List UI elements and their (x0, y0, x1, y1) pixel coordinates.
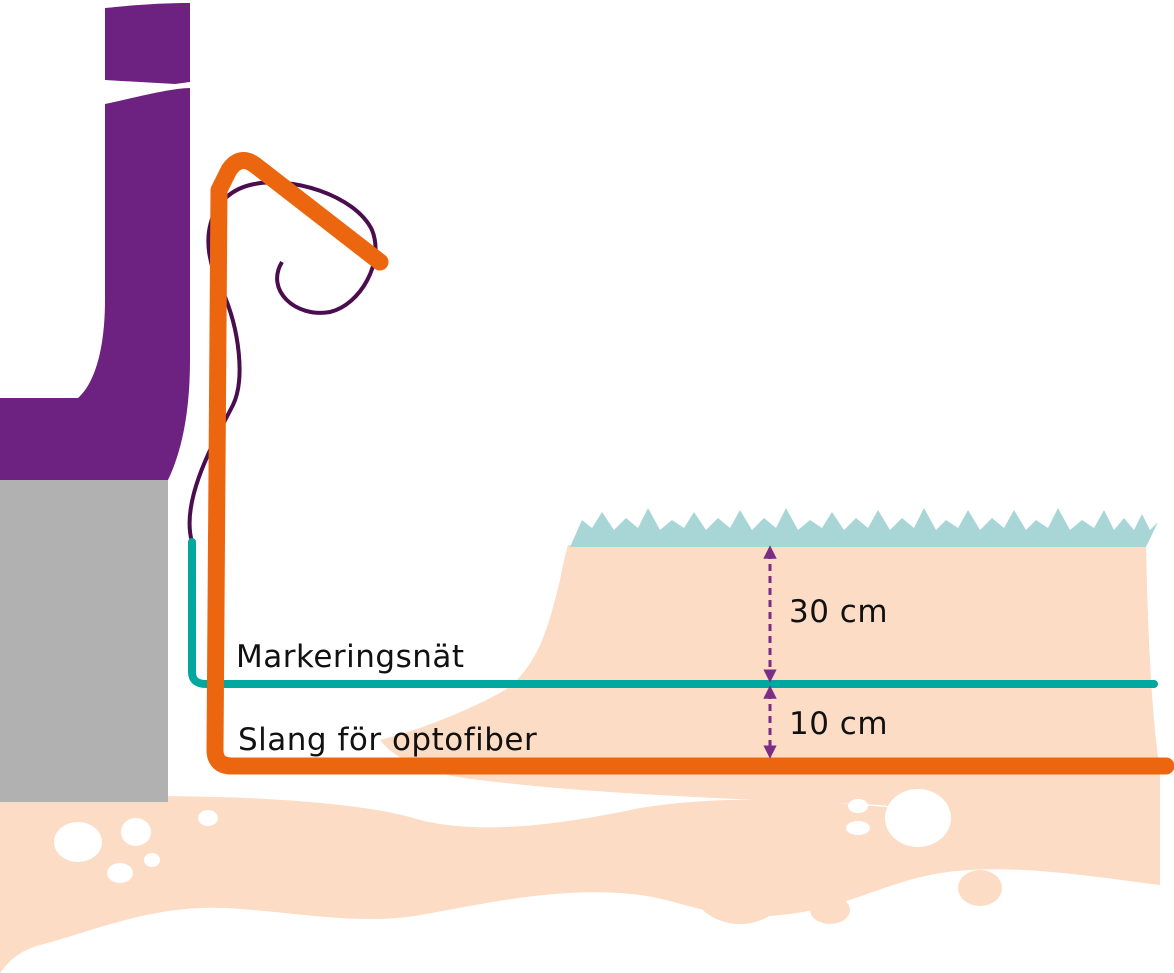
label-marker-net: Markeringsnät (236, 639, 465, 675)
ground-soil (0, 796, 1160, 973)
grass-strip (570, 508, 1158, 547)
marker-net-line (188, 538, 1158, 688)
soil-stones (376, 840, 1002, 924)
label-depth-10cm: 10 cm (789, 706, 888, 742)
label-depth-30cm: 30 cm (789, 594, 888, 630)
gravel-stones (54, 789, 951, 883)
house-wall (0, 3, 190, 480)
fiber-hose-line (206, 152, 1174, 775)
label-fiber-hose: Slang för optofiber (238, 722, 537, 758)
foundation (0, 480, 168, 802)
sensor-cable (187, 180, 378, 543)
